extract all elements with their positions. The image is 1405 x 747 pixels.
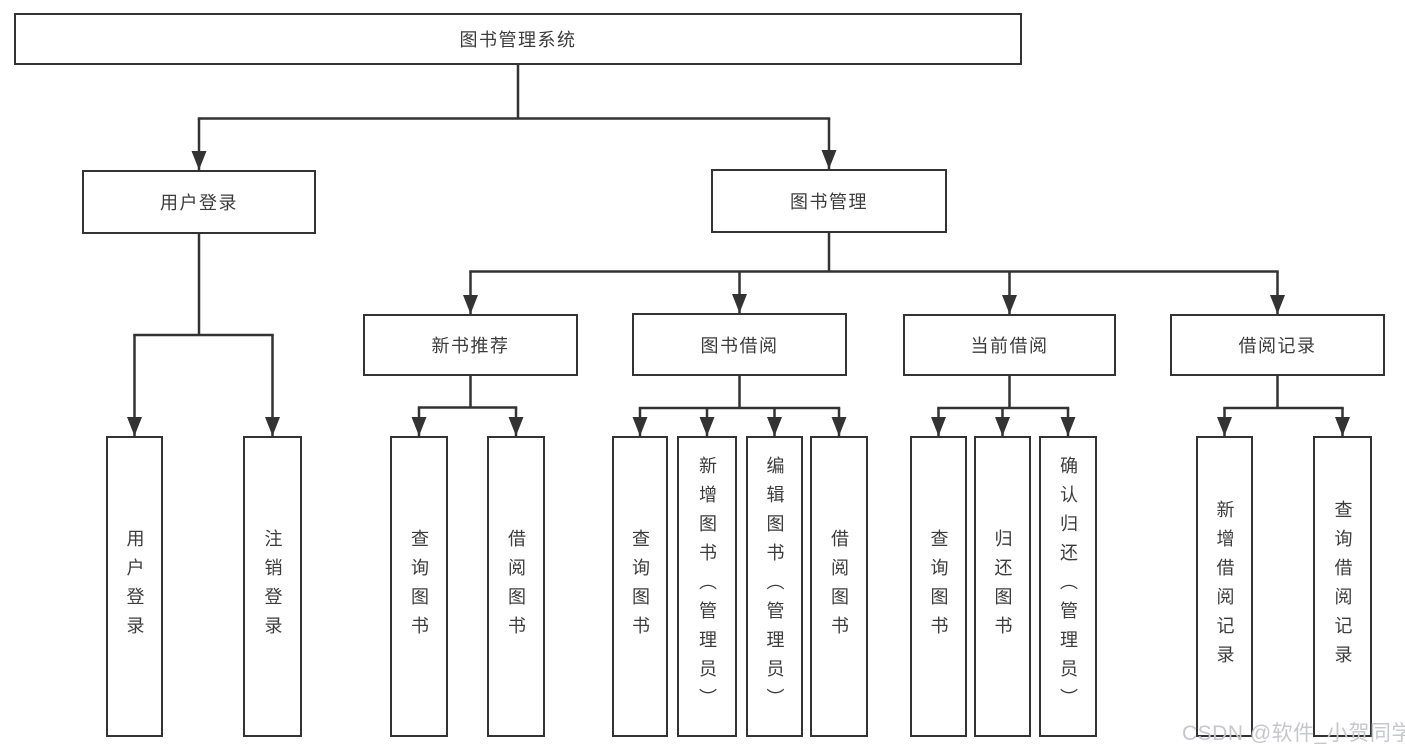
leaf-add-book-admin: 新增图书（管理员） [677,436,737,737]
leaf-logout: 注销登录 [243,436,302,737]
leaf-borrow-books-borrowing: 借阅图书 [810,436,868,737]
leaf-confirm-return-admin: 确认归还（管理员） [1039,436,1097,737]
leaf-query-books-recommend: 查询图书 [390,436,448,737]
leaf-query-borrow-record: 查询借阅记录 [1313,436,1372,737]
node-borrowing-records: 借阅记录 [1170,314,1385,376]
arrow-connectors [127,118,1350,436]
node-current-borrowing: 当前借阅 [903,314,1116,376]
node-new-book-recommend: 新书推荐 [363,314,578,376]
node-user-login: 用户登录 [82,170,316,234]
node-root-system: 图书管理系统 [14,13,1022,65]
node-book-management: 图书管理 [711,169,947,233]
leaf-return-book: 归还图书 [974,436,1031,737]
leaf-add-borrow-record: 新增借阅记录 [1196,436,1253,737]
node-book-borrowing: 图书借阅 [632,313,847,376]
tree-connectors [127,63,1350,436]
leaf-user-login: 用户登录 [106,436,163,737]
connector-line [133,63,1344,410]
leaf-query-books-borrowing: 查询图书 [612,436,668,737]
leaf-borrow-books-recommend: 借阅图书 [487,436,545,737]
csdn-watermark: CSDN @软件_小贺同学 [1182,722,1405,745]
leaf-query-books-current: 查询图书 [910,436,967,737]
leaf-edit-book-admin: 编辑图书（管理员） [746,436,803,737]
